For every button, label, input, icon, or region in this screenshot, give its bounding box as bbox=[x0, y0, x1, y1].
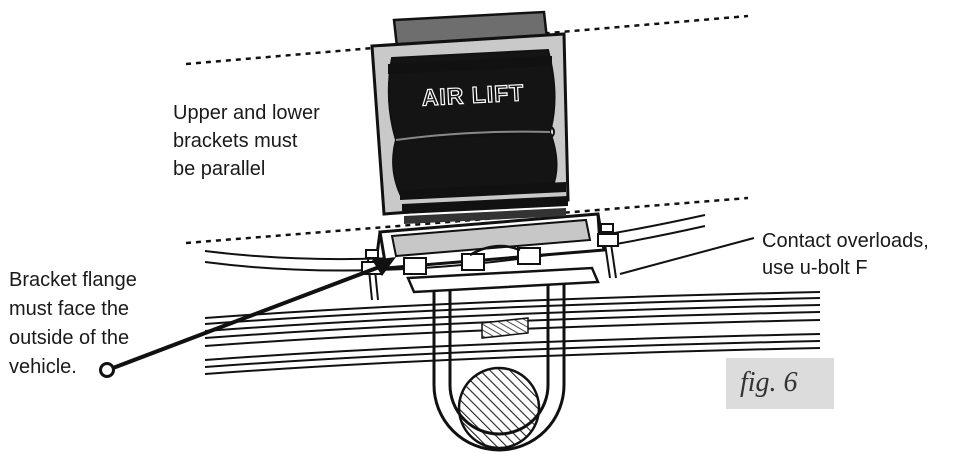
figure-label: fig. 6 bbox=[740, 367, 798, 398]
contact-note-line1: Contact overloads, bbox=[762, 230, 929, 252]
flange-note-line1: Bracket flange bbox=[9, 269, 137, 291]
u-bolt bbox=[432, 283, 566, 452]
clamp-plate bbox=[406, 266, 600, 294]
contact-note-line2: use u-bolt F bbox=[762, 257, 868, 279]
parallel-note-line1: Upper and lower bbox=[173, 102, 320, 124]
flange-note-line3: outside of the bbox=[9, 327, 130, 349]
air-lift-logo: AIR LIFT bbox=[421, 79, 525, 110]
lower-bracket bbox=[374, 212, 606, 270]
air-spring-assembly: AIR LIFT bbox=[370, 10, 570, 224]
parallel-note-line2: brackets must bbox=[173, 130, 298, 152]
contact-leader-line bbox=[619, 237, 755, 275]
flange-callout-circle bbox=[99, 362, 115, 378]
parallel-note-line3: be parallel bbox=[173, 158, 266, 180]
side-bolt-left bbox=[361, 249, 383, 301]
figure-label-box: fig. 6 bbox=[726, 358, 834, 409]
axle-section bbox=[457, 366, 541, 450]
flange-note-line2: must face the bbox=[9, 298, 130, 320]
bracket-nuts bbox=[403, 244, 541, 275]
spring-spacer bbox=[481, 317, 529, 339]
flange-leader-arrow bbox=[372, 257, 396, 276]
flange-note-line4: vehicle. bbox=[9, 356, 77, 378]
flange-leader-line bbox=[112, 264, 383, 370]
side-bolt-right bbox=[597, 223, 619, 279]
